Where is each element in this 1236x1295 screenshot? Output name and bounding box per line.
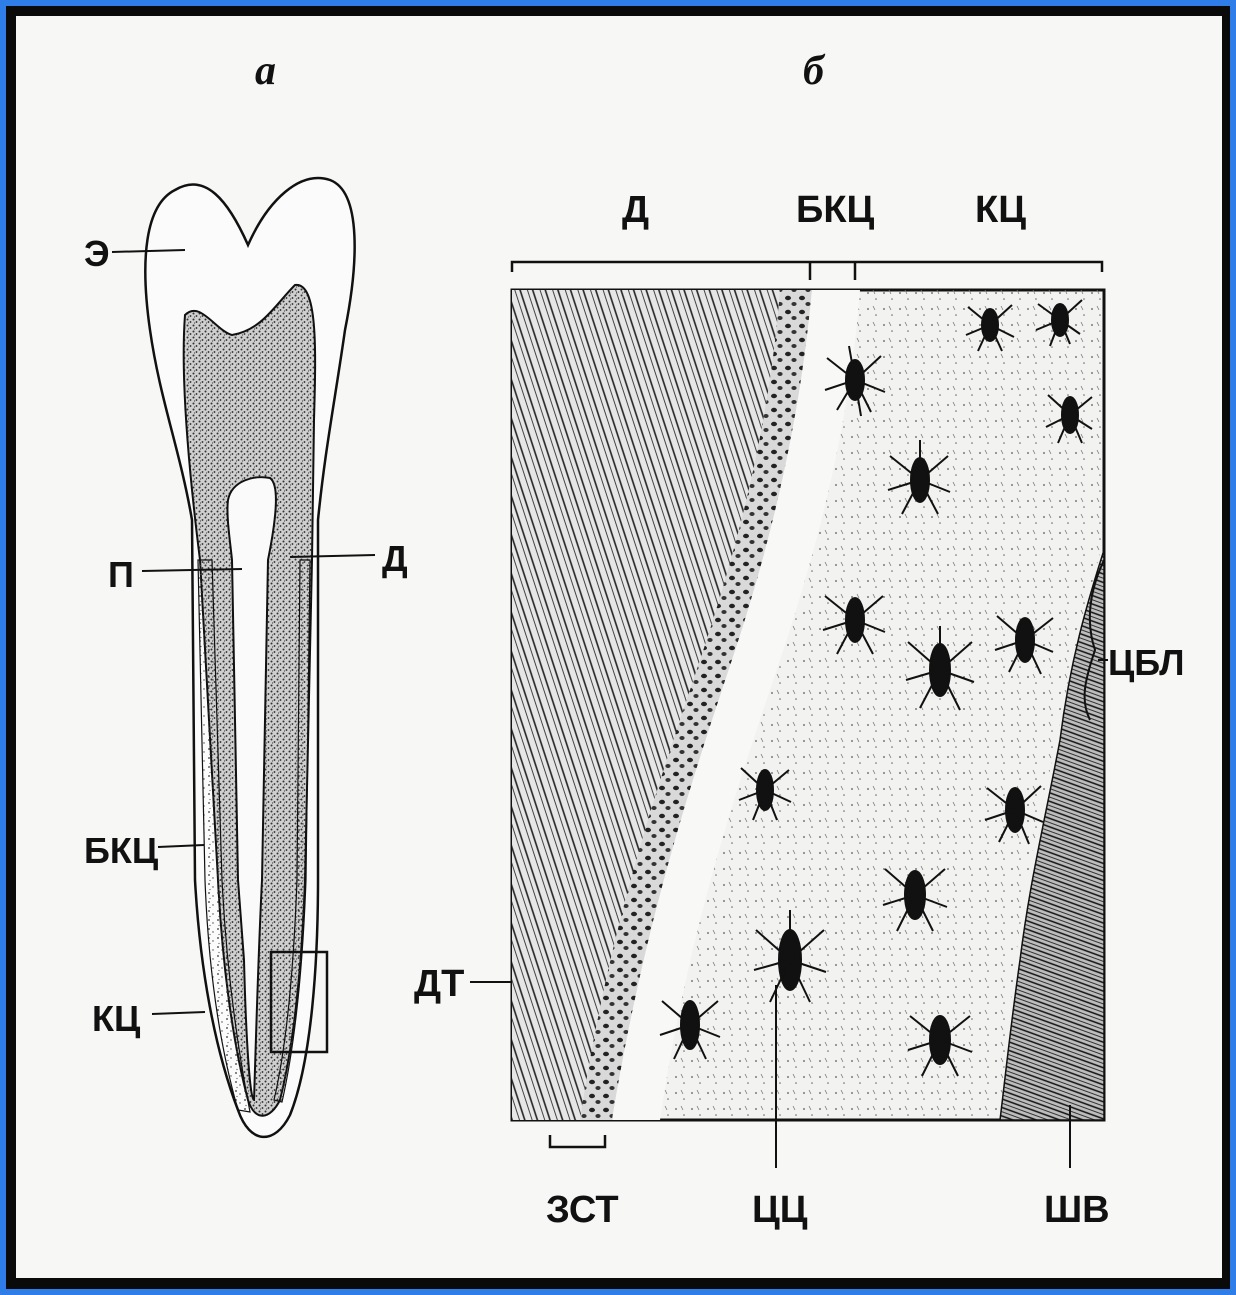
label-cellular-cementum: КЦ	[92, 998, 141, 1039]
label-b-dentin: Д	[622, 189, 649, 231]
label-acellular-cementum: БКЦ	[84, 830, 159, 871]
label-dentinal-tubules: ДТ	[414, 963, 464, 1005]
label-pulp: П	[108, 554, 134, 595]
label-cementocytes: ЦЦ	[752, 1189, 808, 1231]
label-sharpey-fibers: ШВ	[1044, 1189, 1110, 1231]
label-b-acellular: БКЦ	[796, 189, 875, 231]
label-granular-layer: ЗСТ	[546, 1189, 619, 1231]
leader-cellular-cementum	[152, 1012, 205, 1014]
label-dentin: Д	[382, 538, 408, 579]
top-bracket	[512, 262, 1102, 280]
panel-a-letter: а	[255, 48, 276, 94]
zst-bracket	[550, 1135, 605, 1147]
label-b-cellular: КЦ	[975, 189, 1026, 231]
label-enamel: Э	[84, 233, 110, 274]
panel-b-letter: б	[803, 48, 826, 94]
label-cementoblasts: ЦБЛ	[1108, 642, 1185, 683]
